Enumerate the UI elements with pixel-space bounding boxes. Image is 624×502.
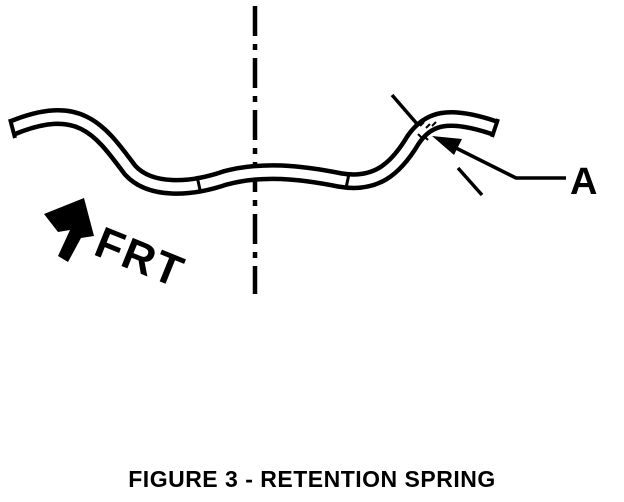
- front-direction-label: FRT: [88, 218, 191, 298]
- callout-leader: [432, 136, 566, 180]
- front-direction-indicator: FRT: [44, 198, 191, 298]
- spring-detail-marks: [417, 121, 437, 141]
- spring-segment-tick: [344, 173, 351, 189]
- section-line: [390, 93, 484, 197]
- spring-segment-tick: [195, 175, 202, 191]
- callout-label-a: A: [570, 161, 597, 203]
- callout-arrowhead: [432, 136, 462, 155]
- front-arrow-icon: [44, 198, 94, 262]
- spring-left-end: [8, 118, 17, 139]
- spring-right-end: [490, 118, 500, 138]
- figure-caption: FIGURE 3 - RETENTION SPRING: [128, 466, 496, 492]
- retention-spring: [8, 108, 500, 196]
